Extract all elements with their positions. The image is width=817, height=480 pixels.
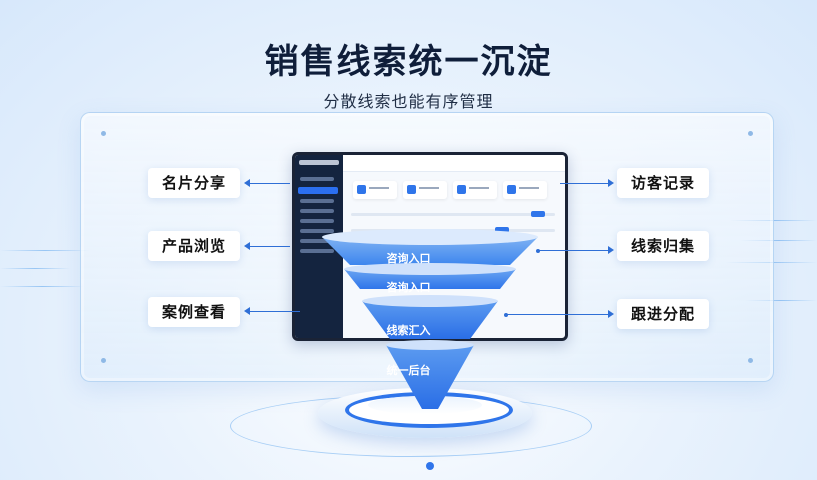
label-card-share: 名片分享	[148, 168, 241, 198]
page-title: 销售线索统一沉淀	[264, 42, 553, 82]
light-streak	[0, 268, 70, 269]
label-lead-collect: 线索归集	[617, 231, 710, 261]
arrow-left	[244, 242, 290, 250]
dashboard-logo	[299, 160, 339, 165]
sidebar-item	[300, 239, 334, 243]
corner-dot	[748, 358, 753, 363]
label-visitor-record: 访客记录	[617, 168, 710, 198]
filter-button	[531, 211, 545, 217]
filter-bar	[351, 213, 555, 216]
light-streak	[0, 250, 90, 251]
pedestal-dot	[426, 462, 434, 470]
funnel-label-4: 统一后台	[386, 364, 431, 377]
funnel-layer-4-top	[386, 340, 474, 350]
stat-icon	[407, 185, 416, 194]
stat-card	[453, 181, 497, 199]
funnel-layer-3-top	[362, 295, 498, 307]
page-subtitle: 分散线索也能有序管理	[323, 92, 494, 111]
arrow-left	[244, 307, 300, 315]
stat-card	[503, 181, 547, 199]
sidebar-item	[300, 177, 334, 181]
label-product-browse: 产品浏览	[148, 231, 241, 261]
dashboard-sidebar	[295, 155, 343, 338]
funnel-layer-1	[322, 237, 538, 265]
light-streak	[740, 240, 817, 241]
label-follow-assign: 跟进分配	[617, 299, 710, 329]
stat-icon	[457, 185, 466, 194]
sidebar-item	[300, 219, 334, 223]
funnel-layer-3	[362, 301, 498, 339]
corner-dot	[101, 131, 106, 136]
funnel-label-1: 咨询入口	[386, 252, 431, 265]
arrow-left	[244, 179, 290, 187]
sidebar-item	[300, 229, 334, 233]
funnel-label-2: 咨询入口	[386, 281, 431, 294]
light-streak	[0, 286, 85, 287]
action-button	[495, 227, 509, 233]
arrow-right	[504, 310, 614, 318]
sidebar-item-active	[298, 187, 338, 194]
arrow-right	[560, 179, 614, 187]
light-streak	[745, 300, 817, 301]
funnel-graphic	[322, 229, 538, 409]
stat-icon	[507, 185, 516, 194]
corner-dot	[748, 131, 753, 136]
dashboard-topbar	[343, 155, 565, 172]
sidebar-item	[300, 249, 334, 253]
stat-card	[403, 181, 447, 199]
funnel-layer-2-top	[344, 263, 516, 275]
funnel-label-3: 线索汇入	[386, 324, 431, 337]
funnel-layer-4	[386, 345, 474, 409]
sidebar-item	[300, 209, 334, 213]
sidebar-item	[300, 199, 334, 203]
label-case-view: 案例查看	[148, 297, 241, 327]
funnel-layer-1-top	[322, 229, 538, 245]
corner-dot	[101, 358, 106, 363]
stat-card	[353, 181, 397, 199]
arrow-right	[536, 246, 614, 254]
stat-icon	[357, 185, 366, 194]
